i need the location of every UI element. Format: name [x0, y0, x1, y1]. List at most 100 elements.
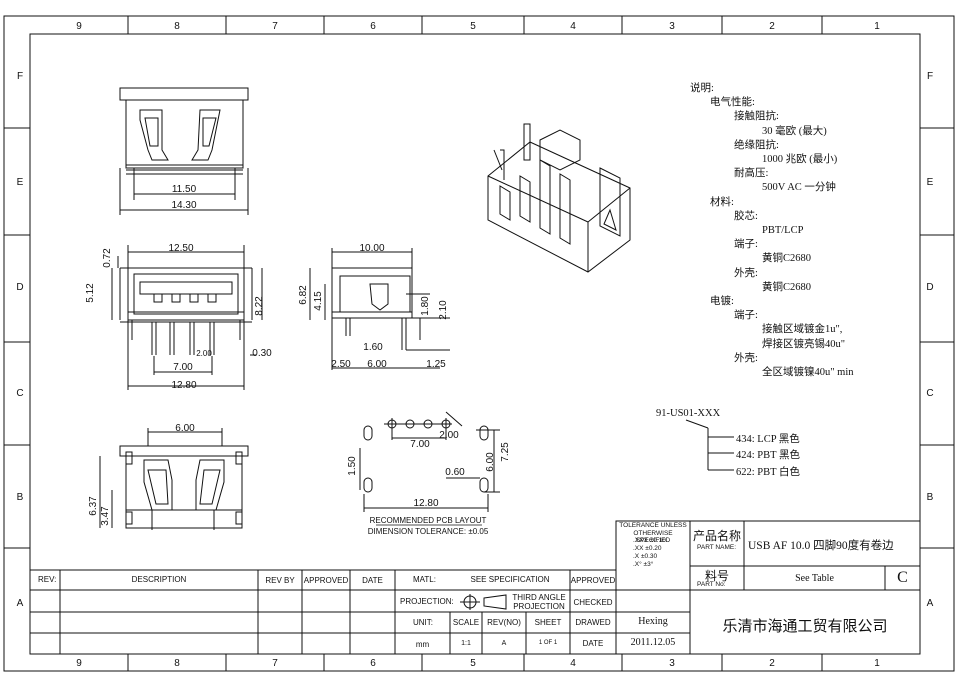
- projection-label: PROJECTION:: [400, 597, 454, 606]
- matl-value: SEE SPECIFICATION: [470, 575, 550, 584]
- revision-letter: C: [897, 569, 908, 586]
- dim-label: 6.00: [175, 423, 195, 434]
- dim-label: 7.25: [500, 442, 511, 462]
- zone-col-top: 3: [669, 21, 675, 32]
- note-line: 接触区域镀金1u",: [762, 324, 843, 336]
- note-line: 耐高压:: [734, 168, 769, 180]
- zone-col-bottom: 5: [470, 658, 476, 669]
- dim-label: 4.15: [313, 291, 324, 311]
- rev-by-header: REV BY: [265, 576, 295, 585]
- note-line: 外壳:: [734, 267, 758, 279]
- dim-label: 3.47: [100, 506, 111, 526]
- zone-col-top: 2: [769, 21, 775, 32]
- dim-label: 12.50: [168, 243, 193, 254]
- pcb-caption: RECOMMENDED PCB LAYOUT: [370, 516, 487, 525]
- tolerance-value: .XX ±0.20: [633, 545, 662, 552]
- dim-label: 10.00: [359, 243, 384, 254]
- isometric-view: [487, 123, 631, 273]
- part-no-cn: 料号: [705, 569, 730, 583]
- approved-header: APPROVED: [303, 576, 349, 585]
- zone-col-bottom: 2: [769, 658, 775, 669]
- tolerance-value: .X ±0.30: [633, 553, 658, 560]
- sheet-value: 1 OF 1: [538, 640, 558, 646]
- front-main-view: [111, 245, 263, 390]
- zone-col-top: 8: [174, 21, 180, 32]
- dim-label: 8.22: [254, 296, 265, 316]
- dim-label: 1.80: [420, 296, 431, 316]
- rev-header: REV:: [38, 575, 57, 584]
- drawed-label: DRAWED: [575, 618, 611, 627]
- company-name: 乐清市海通工贸有限公司: [722, 619, 888, 635]
- dim-label: 1.25: [426, 359, 446, 370]
- variant-code: 91-US01-XXX: [656, 408, 721, 419]
- scale-label: SCALE: [452, 618, 480, 627]
- variant-item: 424: PBT 黑色: [736, 450, 800, 461]
- note-line: 端子:: [734, 239, 758, 251]
- dim-label: 11.50: [172, 184, 197, 195]
- zone-col-top: 9: [76, 21, 82, 32]
- part-name-cn: 产品名称: [693, 529, 742, 543]
- part-no-value: See Table: [795, 573, 834, 584]
- part-name-value: USB AF 10.0 四脚90度有卷边: [748, 540, 894, 552]
- zone-col-top: 5: [470, 21, 476, 32]
- date-value: 2011.12.05: [630, 637, 676, 648]
- rev-no-value: A: [501, 640, 507, 647]
- zone-row-left: A: [17, 598, 24, 609]
- note-line: 绝缘阻抗:: [734, 139, 779, 151]
- part-name-en: PART NAME:: [697, 544, 737, 551]
- note-line: 电气性能:: [710, 97, 755, 109]
- inner-frame: [29, 33, 921, 655]
- note-line: 500V AC 一分钟: [762, 182, 836, 194]
- note-line: 说明:: [690, 83, 714, 94]
- zone-col-bottom: 3: [669, 658, 675, 669]
- dim-label: 12.80: [171, 380, 196, 391]
- note-line: 1000 兆欧 (最小): [762, 154, 838, 166]
- zone-row-right: F: [927, 71, 933, 82]
- approved-label: APPROVED: [570, 576, 616, 585]
- tolerance-value: .XXX ±0.10: [633, 537, 666, 544]
- note-line: 接触阻抗:: [734, 111, 779, 123]
- dim-label: 6.00: [485, 452, 496, 472]
- pcb-layout: [359, 411, 500, 512]
- dim-label: 2.10: [438, 300, 449, 320]
- bottom-view: [99, 428, 249, 530]
- drawed-value: Hexing: [638, 616, 668, 627]
- dim-label: 2.00: [196, 349, 212, 358]
- zone-col-top: 1: [874, 21, 880, 32]
- dim-label: 6.37: [88, 496, 99, 516]
- note-line: 外壳:: [734, 352, 758, 364]
- zone-col-top: 6: [370, 21, 376, 32]
- dim-label: 6.82: [298, 285, 309, 305]
- zone-row-left: F: [17, 71, 23, 82]
- title-block-lines: [30, 520, 921, 655]
- note-line: 胶芯:: [734, 210, 758, 222]
- scale-value: 1:1: [461, 640, 471, 647]
- dim-label: 5.12: [85, 283, 96, 303]
- dim-label: 2.50: [331, 359, 351, 370]
- dim-label: 12.80: [413, 498, 438, 509]
- projection-value: THIRD ANGLE PROJECTION: [512, 593, 566, 611]
- zone-row-left: D: [16, 282, 23, 293]
- variant-item: 622: PBT 白色: [736, 467, 800, 478]
- dim-label: 6.00: [367, 359, 387, 370]
- tolerance-value: .X° ±3°: [633, 561, 654, 568]
- matl-label: MATL:: [413, 575, 436, 584]
- variant-bracket: [685, 419, 734, 471]
- zone-row-right: E: [927, 177, 934, 188]
- dim-label: 0.30: [252, 348, 272, 359]
- zone-row-right: A: [927, 598, 934, 609]
- side-view: [309, 248, 450, 370]
- zone-ticks: [4, 16, 954, 671]
- front-top-view: [119, 87, 249, 215]
- date-label: DATE: [582, 639, 604, 648]
- zone-labels: 9 8 7 6 5 4 3 2 1 9 8 7 6 5 4 3 2 1 F E …: [16, 21, 933, 669]
- zone-row-left: E: [17, 177, 24, 188]
- note-line: 黄铜C2680: [762, 281, 812, 293]
- tolerance-title: TOLERANCE UNLESS OTHERWISE SPECIFIED: [619, 522, 687, 544]
- rev-no-label: REV(NO): [487, 618, 521, 627]
- zone-row-right: D: [926, 282, 933, 293]
- note-line: 焊接区镀亮锡40u": [762, 338, 846, 350]
- zone-row-left: B: [17, 492, 24, 503]
